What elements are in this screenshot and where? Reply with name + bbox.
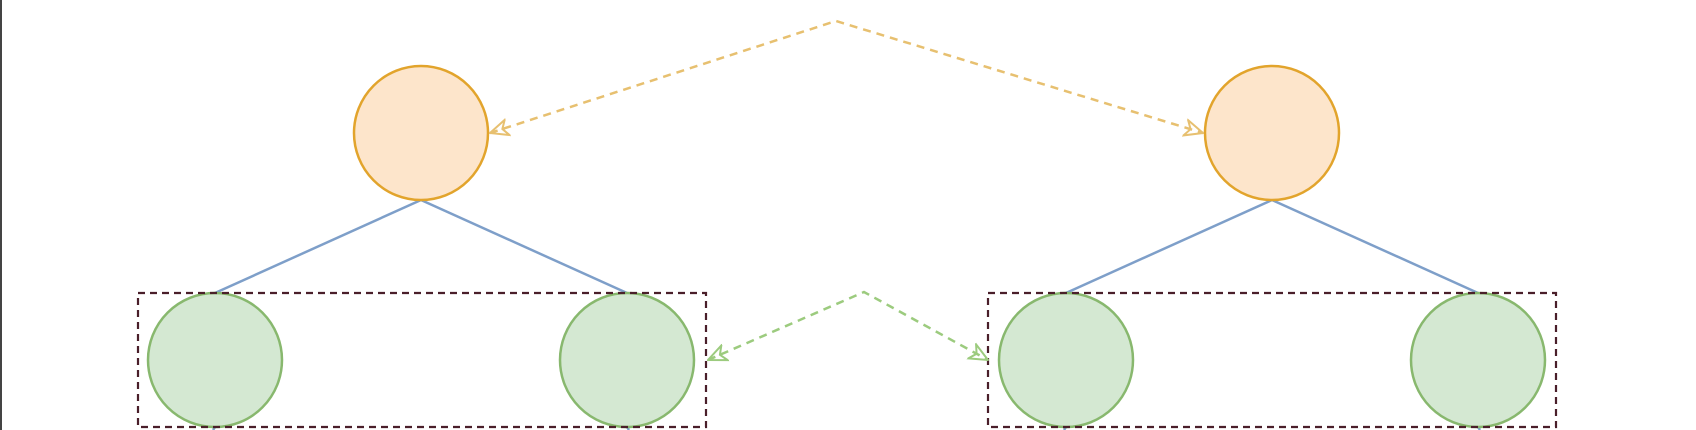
tree-edge-right-b	[1271, 198, 1479, 295]
child-node-right-b	[1409, 291, 1547, 429]
tree-edge-left-a	[214, 198, 422, 295]
child-group-box-left	[136, 291, 708, 429]
child-link	[708, 290, 988, 360]
child-node-left-a	[146, 291, 284, 429]
parent-link	[490, 19, 1203, 133]
parent-node-left	[352, 64, 490, 202]
frame-left-border	[0, 0, 2, 430]
tree-edge-right-a	[1065, 198, 1273, 295]
parent-node-right	[1203, 64, 1341, 202]
tree-edge-left-b	[420, 198, 628, 295]
child-node-left-b	[558, 291, 696, 429]
child-node-right-a	[997, 291, 1135, 429]
